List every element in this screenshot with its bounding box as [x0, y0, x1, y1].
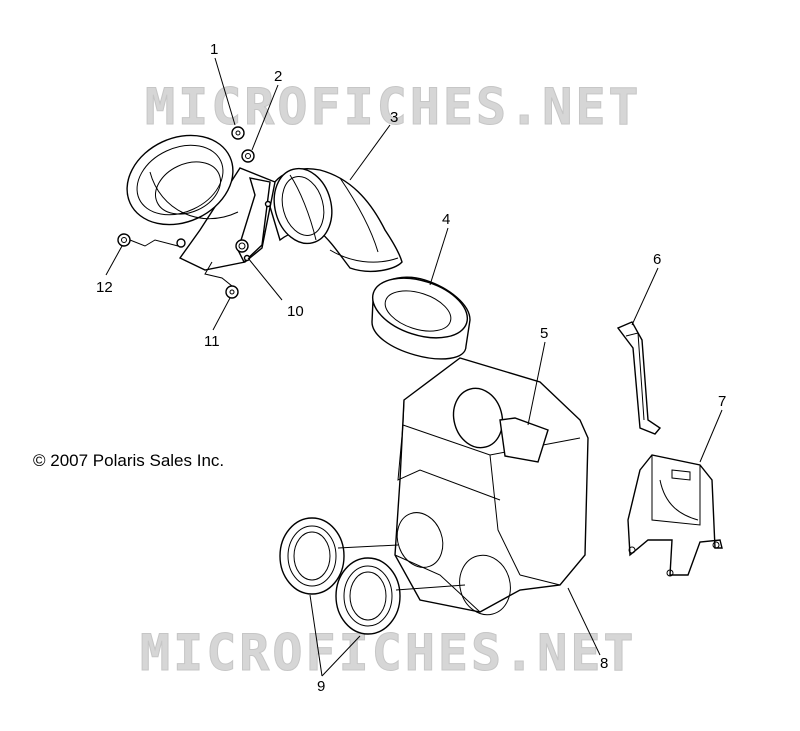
callout-9: 9 [317, 678, 325, 695]
part-2-washer [241, 149, 255, 163]
callout-6: 6 [653, 251, 661, 268]
part-10-intake-horn [126, 134, 276, 271]
callout-4: 4 [442, 211, 450, 228]
part-9-seal-left [279, 517, 345, 595]
callout-10: 10 [287, 303, 304, 320]
part-9-seal-right [335, 557, 401, 635]
callout-3: 3 [390, 109, 398, 126]
callout-12: 12 [96, 279, 113, 296]
callout-2: 2 [274, 68, 282, 85]
part-1-screw [231, 126, 245, 140]
part-6-strap [616, 321, 662, 435]
part-7-bracket [627, 454, 723, 577]
copyright-notice: © 2007 Polaris Sales Inc. [33, 451, 225, 470]
part-12-nut [117, 233, 131, 247]
part-3-intake-duct [267, 167, 403, 272]
watermark-top: MICROFICHES.NET [145, 78, 642, 136]
callout-8: 8 [600, 655, 608, 672]
callout-7: 7 [718, 393, 726, 410]
part-11-screw [225, 285, 239, 299]
part-4-clamp-ring [371, 276, 471, 360]
callout-11: 11 [204, 333, 220, 350]
watermark-bottom: MICROFICHES.NET [140, 624, 637, 682]
callout-1: 1 [210, 41, 218, 58]
part-8-airbox [394, 357, 589, 616]
callout-5: 5 [540, 325, 548, 342]
